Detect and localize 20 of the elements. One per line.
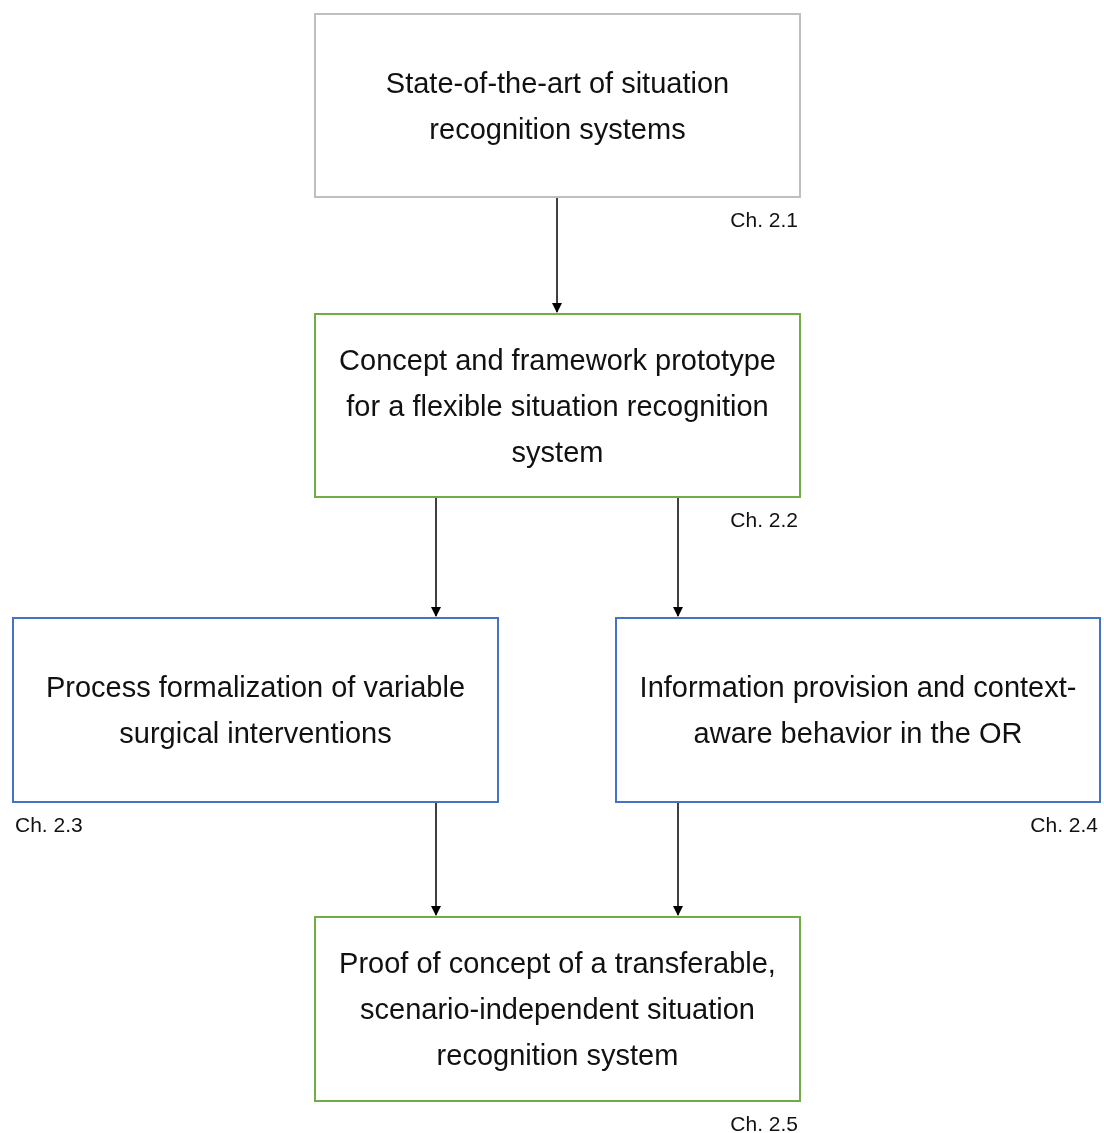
- arrow: [431, 497, 441, 617]
- box-text: Information provision and context-aware behavior in the OR: [638, 670, 1078, 751]
- process-box: [314, 13, 801, 198]
- process-box: [314, 313, 801, 498]
- box-text: State-of-the-art of situation recognition systems: [384, 65, 731, 147]
- process-box: [615, 617, 1101, 803]
- arrow: [673, 497, 683, 617]
- arrow: [673, 802, 683, 916]
- arrow: [552, 197, 562, 313]
- chapter-label: Ch. 2.2: [730, 508, 798, 532]
- arrow: [431, 802, 441, 916]
- box-text: Process formalization of variable surgical interventions: [44, 670, 467, 751]
- box-text: Proof of concept of a transferable, scenario-independent situation recognition system: [338, 946, 777, 1073]
- process-box: [314, 916, 801, 1102]
- process-box: [12, 617, 499, 803]
- chapter-label: Ch. 2.1: [730, 208, 798, 232]
- chapter-label: Ch. 2.4: [1030, 813, 1098, 837]
- box-text: Concept and framework prototype for a flexible situation recognition system: [338, 342, 777, 470]
- chapter-label: Ch. 2.3: [15, 813, 83, 837]
- chapter-label: Ch. 2.5: [730, 1112, 798, 1133]
